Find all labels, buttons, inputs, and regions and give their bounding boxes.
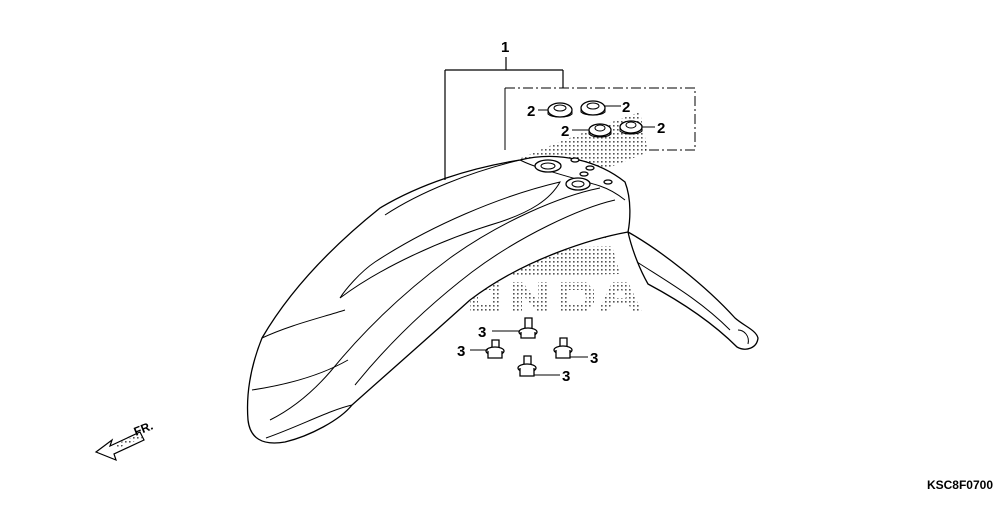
fender-hole: [579, 171, 589, 177]
callout-1-bracket: 1: [444, 39, 564, 180]
part-3-bolts: 3 3 3 3: [457, 317, 598, 385]
callout-2-label-c: 2: [561, 123, 569, 140]
callout-3-label-d: 3: [562, 368, 570, 385]
callout-3-label-c: 3: [590, 350, 598, 367]
callout-2-label-d: 2: [657, 120, 665, 137]
part-2-group: 2 2 2 2: [504, 87, 696, 151]
grommet: [580, 100, 606, 116]
callout-2-label-b: 2: [622, 99, 630, 116]
grommet: [619, 120, 643, 135]
front-direction-label: FR.: [132, 419, 155, 439]
callout-2-label-a: 2: [527, 103, 535, 120]
front-direction-indicator: FR.: [94, 419, 155, 462]
fender-hole: [565, 177, 591, 191]
flange-bolt: [517, 355, 537, 377]
flange-bolt: [518, 317, 538, 339]
fender-hole: [534, 159, 562, 173]
fender-hole: [603, 179, 613, 185]
callout-3-label-b: 3: [457, 343, 465, 360]
fender-hole: [570, 157, 580, 163]
callout-3-label-a: 3: [478, 324, 486, 341]
fender-hole: [585, 165, 595, 171]
catalog-code: KSC8F0700: [927, 478, 993, 492]
flange-bolt: [553, 337, 573, 359]
callout-1-label: 1: [501, 39, 509, 56]
flange-bolt: [485, 339, 505, 359]
grommet: [547, 102, 573, 118]
front-fender: [246, 155, 759, 444]
